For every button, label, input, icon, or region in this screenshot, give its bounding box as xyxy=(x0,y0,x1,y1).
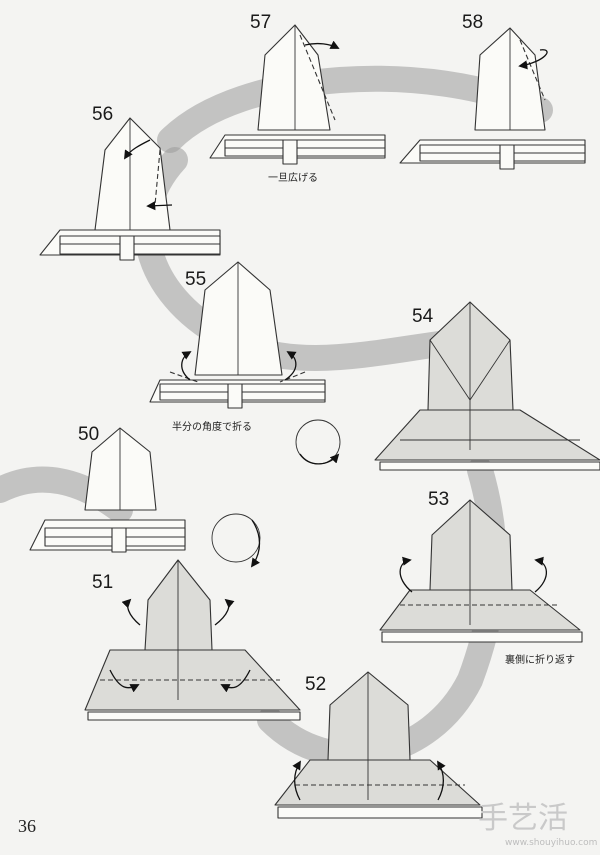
step-55-caption: 半分の角度で折る xyxy=(172,420,252,433)
step-50-number: 50 xyxy=(78,424,99,445)
rotate-arrow-icon xyxy=(211,513,261,568)
step-57-caption: 一旦広げる xyxy=(268,171,318,184)
step-54-number: 54 xyxy=(412,306,434,327)
page-number: 36 xyxy=(18,816,36,836)
step-52-number: 52 xyxy=(305,674,326,695)
step-51-figure xyxy=(84,559,301,721)
step-56-figure xyxy=(39,117,221,261)
step-55-number: 55 xyxy=(185,269,206,290)
step-51-number: 51 xyxy=(92,572,113,593)
step-58-number: 58 xyxy=(462,12,483,33)
step-55-figure xyxy=(149,261,326,409)
step-53-figure xyxy=(379,499,583,643)
step-56-number: 56 xyxy=(92,104,113,125)
step-54-figure xyxy=(374,301,600,471)
watermark-logo: 手艺活 xyxy=(478,801,568,836)
step-50-figure xyxy=(29,427,186,553)
watermark-url: www.shouyihuo.com xyxy=(505,838,597,848)
rotate-arrow-icon xyxy=(295,419,341,465)
step-57-number: 57 xyxy=(250,12,271,33)
step-58-figure xyxy=(399,27,586,170)
step-53-caption: 裏側に折り返す xyxy=(505,653,575,666)
step-57-figure xyxy=(209,24,386,165)
step-53-number: 53 xyxy=(428,489,449,510)
step-52-figure xyxy=(274,671,483,819)
